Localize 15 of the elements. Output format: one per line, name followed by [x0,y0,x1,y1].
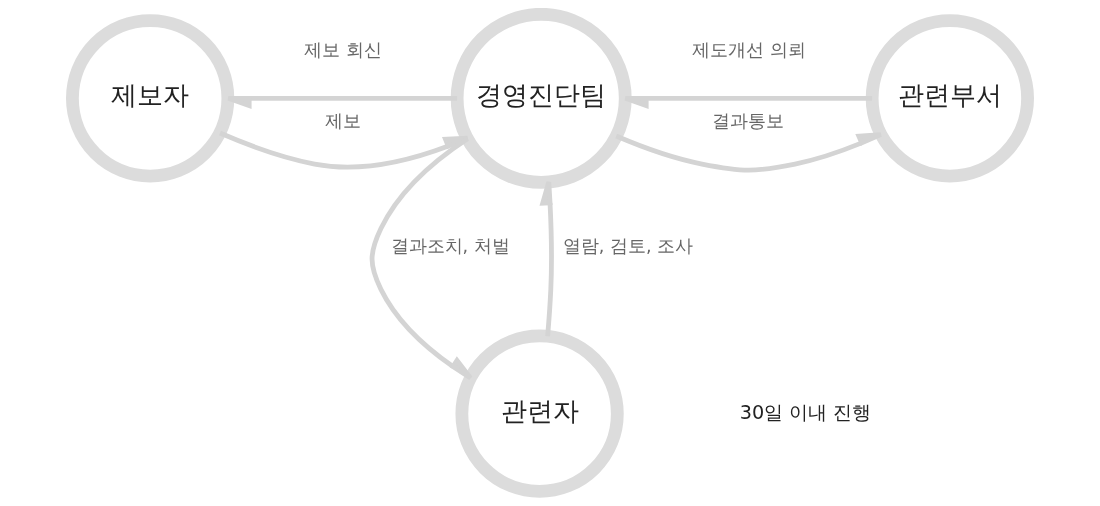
node-circle: 제보자 [66,14,235,183]
node-circle: 관련부서 [865,14,1034,183]
arrow [225,95,458,110]
edge-label: 열람, 검토, 조사 [562,236,694,257]
edge-label: 결과조치, 처벌 [390,236,510,257]
label: 30일 이내 진행 [739,400,872,424]
edge-label: 결과통보 [711,110,784,131]
edge-label: 제보 [325,110,362,131]
arrow [622,95,872,110]
node-circle: 경영진단팀 [450,8,632,189]
node-circle: 관련자 [455,329,624,498]
arrow [539,179,554,337]
edge-label: 제도개선 의뢰 [692,40,807,61]
arrow [615,132,884,173]
edge-label: 제보 회신 [304,40,382,61]
